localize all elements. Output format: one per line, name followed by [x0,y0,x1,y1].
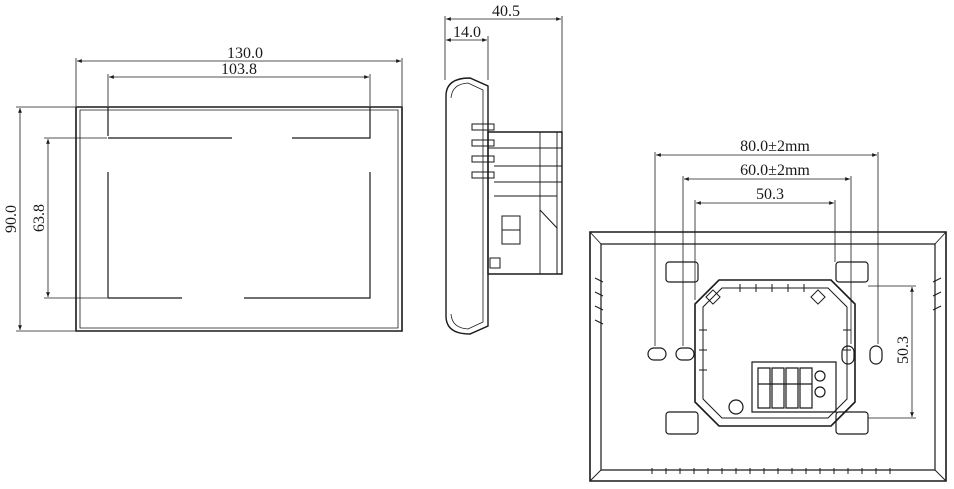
dim-overall-height: 90.0 [3,205,20,233]
back-bottom-ribs [652,468,890,474]
front-outer-frame [76,107,402,331]
back-mounting-slots [648,262,882,434]
back-inner-frame [601,244,935,470]
front-view [16,58,402,331]
back-screw-hole [728,399,744,415]
side-extension-lines [445,16,562,132]
dim-front-depth: 14.0 [453,24,481,41]
dim-screen-width: 103.8 [221,61,257,78]
back-terminal-block [752,362,836,412]
side-terminal-detail [490,210,557,274]
front-extension-lines [16,58,402,331]
dim-mount-box-width: 50.3 [756,186,784,203]
dim-mount-box-height: 50.3 [895,336,912,364]
back-side-ribs [595,278,941,324]
back-view [590,152,946,481]
screen-corner-marks [108,107,370,298]
dim-mount-inner: 60.0±2mm [740,162,810,179]
dim-overall-width: 130.0 [227,45,263,62]
dim-mount-outer: 80.0±2mm [740,138,810,155]
side-view [445,16,562,334]
side-clip-ridges [472,124,562,196]
dim-screen-height: 63.8 [31,204,48,232]
dim-overall-depth: 40.5 [492,3,520,20]
back-extension-lines [655,152,916,418]
side-back-box [488,132,562,274]
back-outer-frame [590,232,946,481]
back-mounting-box-inner [703,288,847,418]
side-front-panel [446,78,488,334]
front-inner-frame [80,110,398,328]
side-front-panel-inner [451,83,483,329]
back-mounting-box [695,280,855,426]
